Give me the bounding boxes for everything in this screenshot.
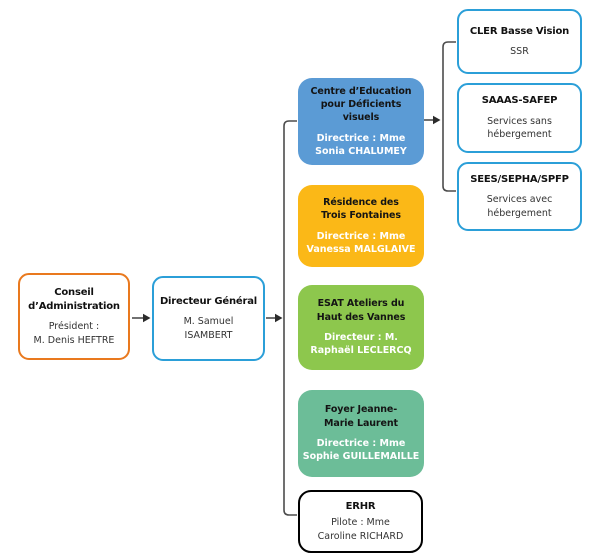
org-node-residence-trois-fontaines: Résidence des Trois Fontaines Directrice… bbox=[298, 185, 424, 267]
org-node-subtitle: Services sans hébergement bbox=[487, 115, 552, 141]
org-node-subtitle: Directrice : Mme Vanessa MALGLAIVE bbox=[306, 230, 416, 255]
org-node-sees-sepha-spfp: SEES/SEPHA/SPFP Services avec hébergemen… bbox=[457, 162, 582, 231]
org-node-foyer-jeanne-marie-laurent: Foyer Jeanne- Marie Laurent Directrice :… bbox=[298, 390, 424, 477]
org-node-subtitle: Directrice : Mme Sophie GUILLEMAILLE bbox=[302, 438, 420, 463]
org-node-esat-ateliers: ESAT Ateliers du Haut des Vannes Directe… bbox=[298, 285, 424, 370]
arrowhead-conseil-to-dg bbox=[143, 313, 151, 323]
org-node-subtitle: Directrice : Mme Sonia CHALUMEY bbox=[315, 132, 407, 157]
org-node-erhr: ERHR Pilote : Mme Caroline RICHARD bbox=[298, 490, 423, 553]
org-node-title: Résidence des Trois Fontaines bbox=[321, 196, 401, 222]
org-node-subtitle: Pilote : Mme Caroline RICHARD bbox=[317, 517, 404, 542]
org-node-subtitle: Directeur : M. Raphaël LECLERCQ bbox=[310, 332, 412, 357]
org-node-title: Foyer Jeanne- Marie Laurent bbox=[324, 404, 398, 429]
org-node-title: Directeur Général bbox=[159, 295, 258, 307]
main-bracket bbox=[283, 120, 297, 516]
org-node-title: Centre d’Education pour Déficients visue… bbox=[310, 85, 412, 124]
org-node-subtitle: SSR bbox=[510, 46, 529, 58]
org-node-cler-basse-vision: CLER Basse Vision SSR bbox=[457, 9, 582, 74]
org-node-subtitle: Services avec hébergement bbox=[486, 194, 553, 219]
org-node-saaas-safep: SAAAS-SAFEP Services sans hébergement bbox=[457, 83, 582, 153]
org-node-subtitle: M. Samuel ISAMBERT bbox=[183, 316, 234, 341]
org-node-title: ERHR bbox=[345, 500, 376, 512]
arrowhead-dg-to-spine bbox=[275, 313, 283, 323]
org-node-title: Conseil d’Administration bbox=[28, 287, 120, 312]
org-node-conseil-administration: Conseil d’Administration Président : M. … bbox=[18, 273, 130, 360]
sub-bracket bbox=[442, 41, 456, 192]
org-node-title: SEES/SEPHA/SPFP bbox=[470, 173, 569, 185]
org-node-title: SAAAS-SAFEP bbox=[481, 95, 558, 107]
org-node-title: CLER Basse Vision bbox=[469, 25, 570, 37]
org-node-subtitle: Président : M. Denis HEFTRE bbox=[33, 321, 115, 346]
org-node-directeur-general: Directeur Général M. Samuel ISAMBERT bbox=[152, 276, 265, 361]
arrowhead-centre-to-subspine bbox=[433, 115, 441, 125]
org-node-title: ESAT Ateliers du Haut des Vannes bbox=[316, 298, 406, 323]
org-node-centre-education: Centre d’Education pour Déficients visue… bbox=[298, 78, 424, 165]
